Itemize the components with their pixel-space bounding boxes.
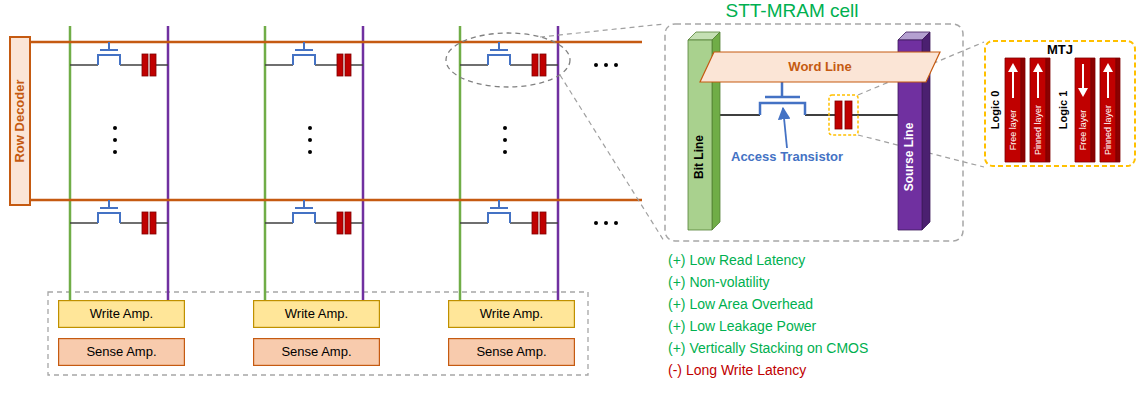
mtj-zoom-frame [829,95,858,135]
plate-front [688,40,712,230]
spin-arrow-head [1078,88,1088,97]
row-decoder-box: Row Decoder [9,36,31,206]
advantage-item: (+) Low Leakage Power [668,318,816,334]
zoom-lines [540,24,664,241]
bit-line [264,26,267,300]
source-line [362,26,365,300]
free-layer: Free layer [1075,58,1095,162]
sense-amp-box: Sense Amp. [58,338,185,366]
node-label: Sense Amp. [281,345,351,360]
mtj-symbol [845,101,852,129]
write-amp-box: Write Amp. [253,300,380,328]
sense-amp-box: Sense Amp. [448,338,575,366]
pinned-layer: Pinned layer [1030,58,1050,162]
node-label: Sourse Line [903,123,917,192]
cell-symbol [70,200,168,234]
box-outline [449,301,575,328]
spin-arrow [1012,70,1014,98]
spin-arrow [1037,70,1039,98]
ellipsis-dots [113,63,618,225]
amp-group-frame [48,292,588,375]
spin-arrow [1082,64,1084,90]
cell-symbol [460,200,558,234]
node-label: MTJ [1047,43,1073,58]
frame-outline [665,24,963,241]
box-outline [254,339,380,366]
mtj-symbol [835,101,842,129]
plate-outline [700,52,940,82]
leader-arrow [783,108,787,148]
cell-symbol [265,42,363,76]
advantage-item: (+) Vertically Stacking on CMOS [668,340,868,356]
box-outline [449,339,575,366]
word-line [31,199,642,202]
write-amp-box: Write Amp. [448,300,575,328]
cell-symbol [460,42,558,76]
spin-arrow-head [1033,63,1043,72]
bit-lines [70,26,460,300]
layer-front [1075,58,1091,162]
write-amp-box: Write Amp. [58,300,185,328]
node-label: Sense Amp. [86,345,156,360]
node-label: Row Decoder [13,79,28,162]
state-label: Logic 0 [989,91,1002,130]
cell-symbol [70,42,168,76]
box-outline [10,37,30,205]
node-label: Pinned layer [1103,105,1113,155]
source-line [557,26,560,300]
memory-cells [70,42,558,234]
node-label: Free layer [1078,110,1088,151]
transistor-gate [765,82,800,97]
node-label: Write Amp. [90,307,153,322]
bit-line [69,26,72,300]
word-line-plate: Word Line [700,52,940,82]
layer-side [1021,58,1025,162]
source-lines [168,26,558,300]
bit-line [459,26,462,300]
advantage-item: (+) Low Area Overhead [668,296,813,312]
spin-arrow-head [1103,63,1113,72]
node-label: Sense Amp. [476,345,546,360]
layer-side [1116,58,1120,162]
pinned-layer: Pinned layer [1100,58,1120,162]
advantage-item: (+) Non-volatility [668,274,770,290]
cell-frame: STT-MRAM cellWord LineBit Line Sourse Lin… [664,0,964,242]
layer-side [1091,58,1095,162]
cell-wire [720,114,898,116]
spin-arrow [1107,70,1109,98]
layer-front [1030,58,1046,162]
cell-symbol [265,200,363,234]
box-outline [59,339,185,366]
node-label: Bit Line [693,135,707,179]
layer-front [1100,58,1116,162]
sense-amp-box: Sense Amp. [253,338,380,366]
spin-arrow-head [1008,63,1018,72]
layer-front [1005,58,1021,162]
frame-outline [985,41,1135,166]
node-label: STT-MRAM cell [726,0,859,22]
box-outline [254,301,380,328]
component-label: Access Transistor [731,150,843,165]
plate-side [922,32,930,230]
node-label: Pinned layer [1033,105,1043,155]
box-outline [59,301,185,328]
node-label: Write Amp. [285,307,348,322]
plate-front [898,40,922,230]
node-label: Write Amp. [480,307,543,322]
source-line [167,26,170,300]
layer-side [1046,58,1050,162]
node-label: Word Line [788,60,851,75]
advantage-item: (+) Low Read Latency [668,252,805,268]
plate-side [712,32,720,230]
node-label: Free layer [1008,110,1018,151]
state-label: Logic 1 [1057,91,1070,130]
zoom-ellipse [446,33,570,87]
word-line [31,41,642,44]
drawback-item: (-) Long Write Latency [668,362,806,378]
free-layer: Free layer [1005,58,1025,162]
word-lines [31,42,642,200]
